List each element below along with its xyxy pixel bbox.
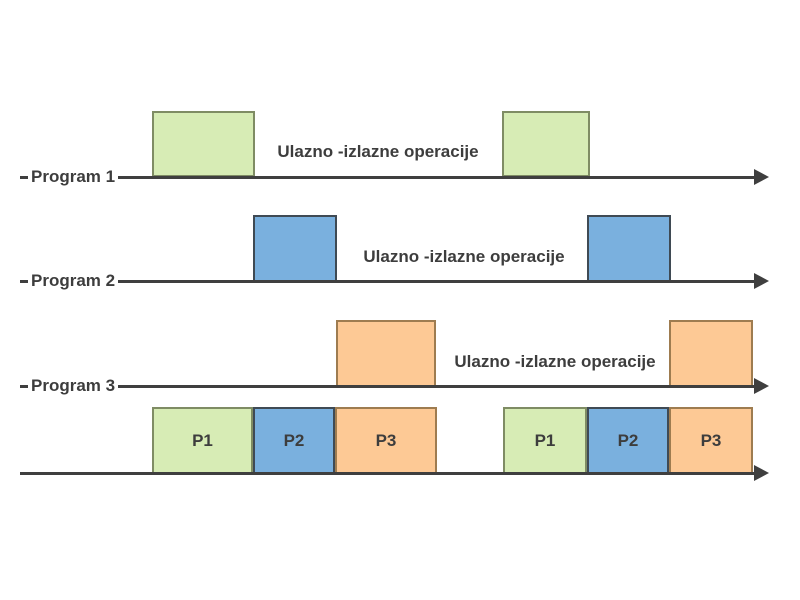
cpu-segment-p1-first: P1 <box>152 407 253 474</box>
cpu-segment-label: P3 <box>700 430 722 450</box>
cpu-segment-p3-second: P3 <box>669 407 753 474</box>
program-3-io-label: Ulazno -izlazne operacije <box>454 352 656 371</box>
program-3-label: Program 3 <box>28 375 119 397</box>
cpu-arrowhead-icon <box>754 465 769 481</box>
program-2-cpu-burst-2 <box>587 215 671 282</box>
program-3-axis-line <box>20 385 756 388</box>
program-3-arrowhead-icon <box>754 378 769 394</box>
cpu-segment-label: P2 <box>617 430 639 450</box>
program-1-label: Program 1 <box>28 166 119 188</box>
cpu-segment-p2-first: P2 <box>253 407 335 474</box>
cpu-segment-p2-second: P2 <box>587 407 669 474</box>
program-2-cpu-burst-1 <box>253 215 337 282</box>
cpu-segment-label: P2 <box>283 430 305 450</box>
program-1-cpu-burst-1 <box>152 111 255 177</box>
cpu-axis-line <box>20 472 756 475</box>
program-1-cpu-burst-2 <box>502 111 590 177</box>
cpu-segment-p3-first: P3 <box>335 407 437 474</box>
program-2-io-label: Ulazno -izlazne operacije <box>363 247 565 266</box>
cpu-segment-label: P1 <box>192 430 213 450</box>
cpu-segment-p1-second: P1 <box>503 407 587 474</box>
program-2-axis-line <box>20 280 756 283</box>
program-3-cpu-burst-2 <box>669 320 753 387</box>
program-1-arrowhead-icon <box>754 169 769 185</box>
program-1-io-label: Ulazno -izlazne operacije <box>277 142 479 161</box>
program-2-arrowhead-icon <box>754 273 769 289</box>
cpu-segment-label: P3 <box>375 430 397 450</box>
program-2-label: Program 2 <box>28 270 119 292</box>
program-3-cpu-burst-1 <box>336 320 436 387</box>
cpu-segment-label: P1 <box>534 430 556 450</box>
program-1-axis-line <box>20 176 756 179</box>
